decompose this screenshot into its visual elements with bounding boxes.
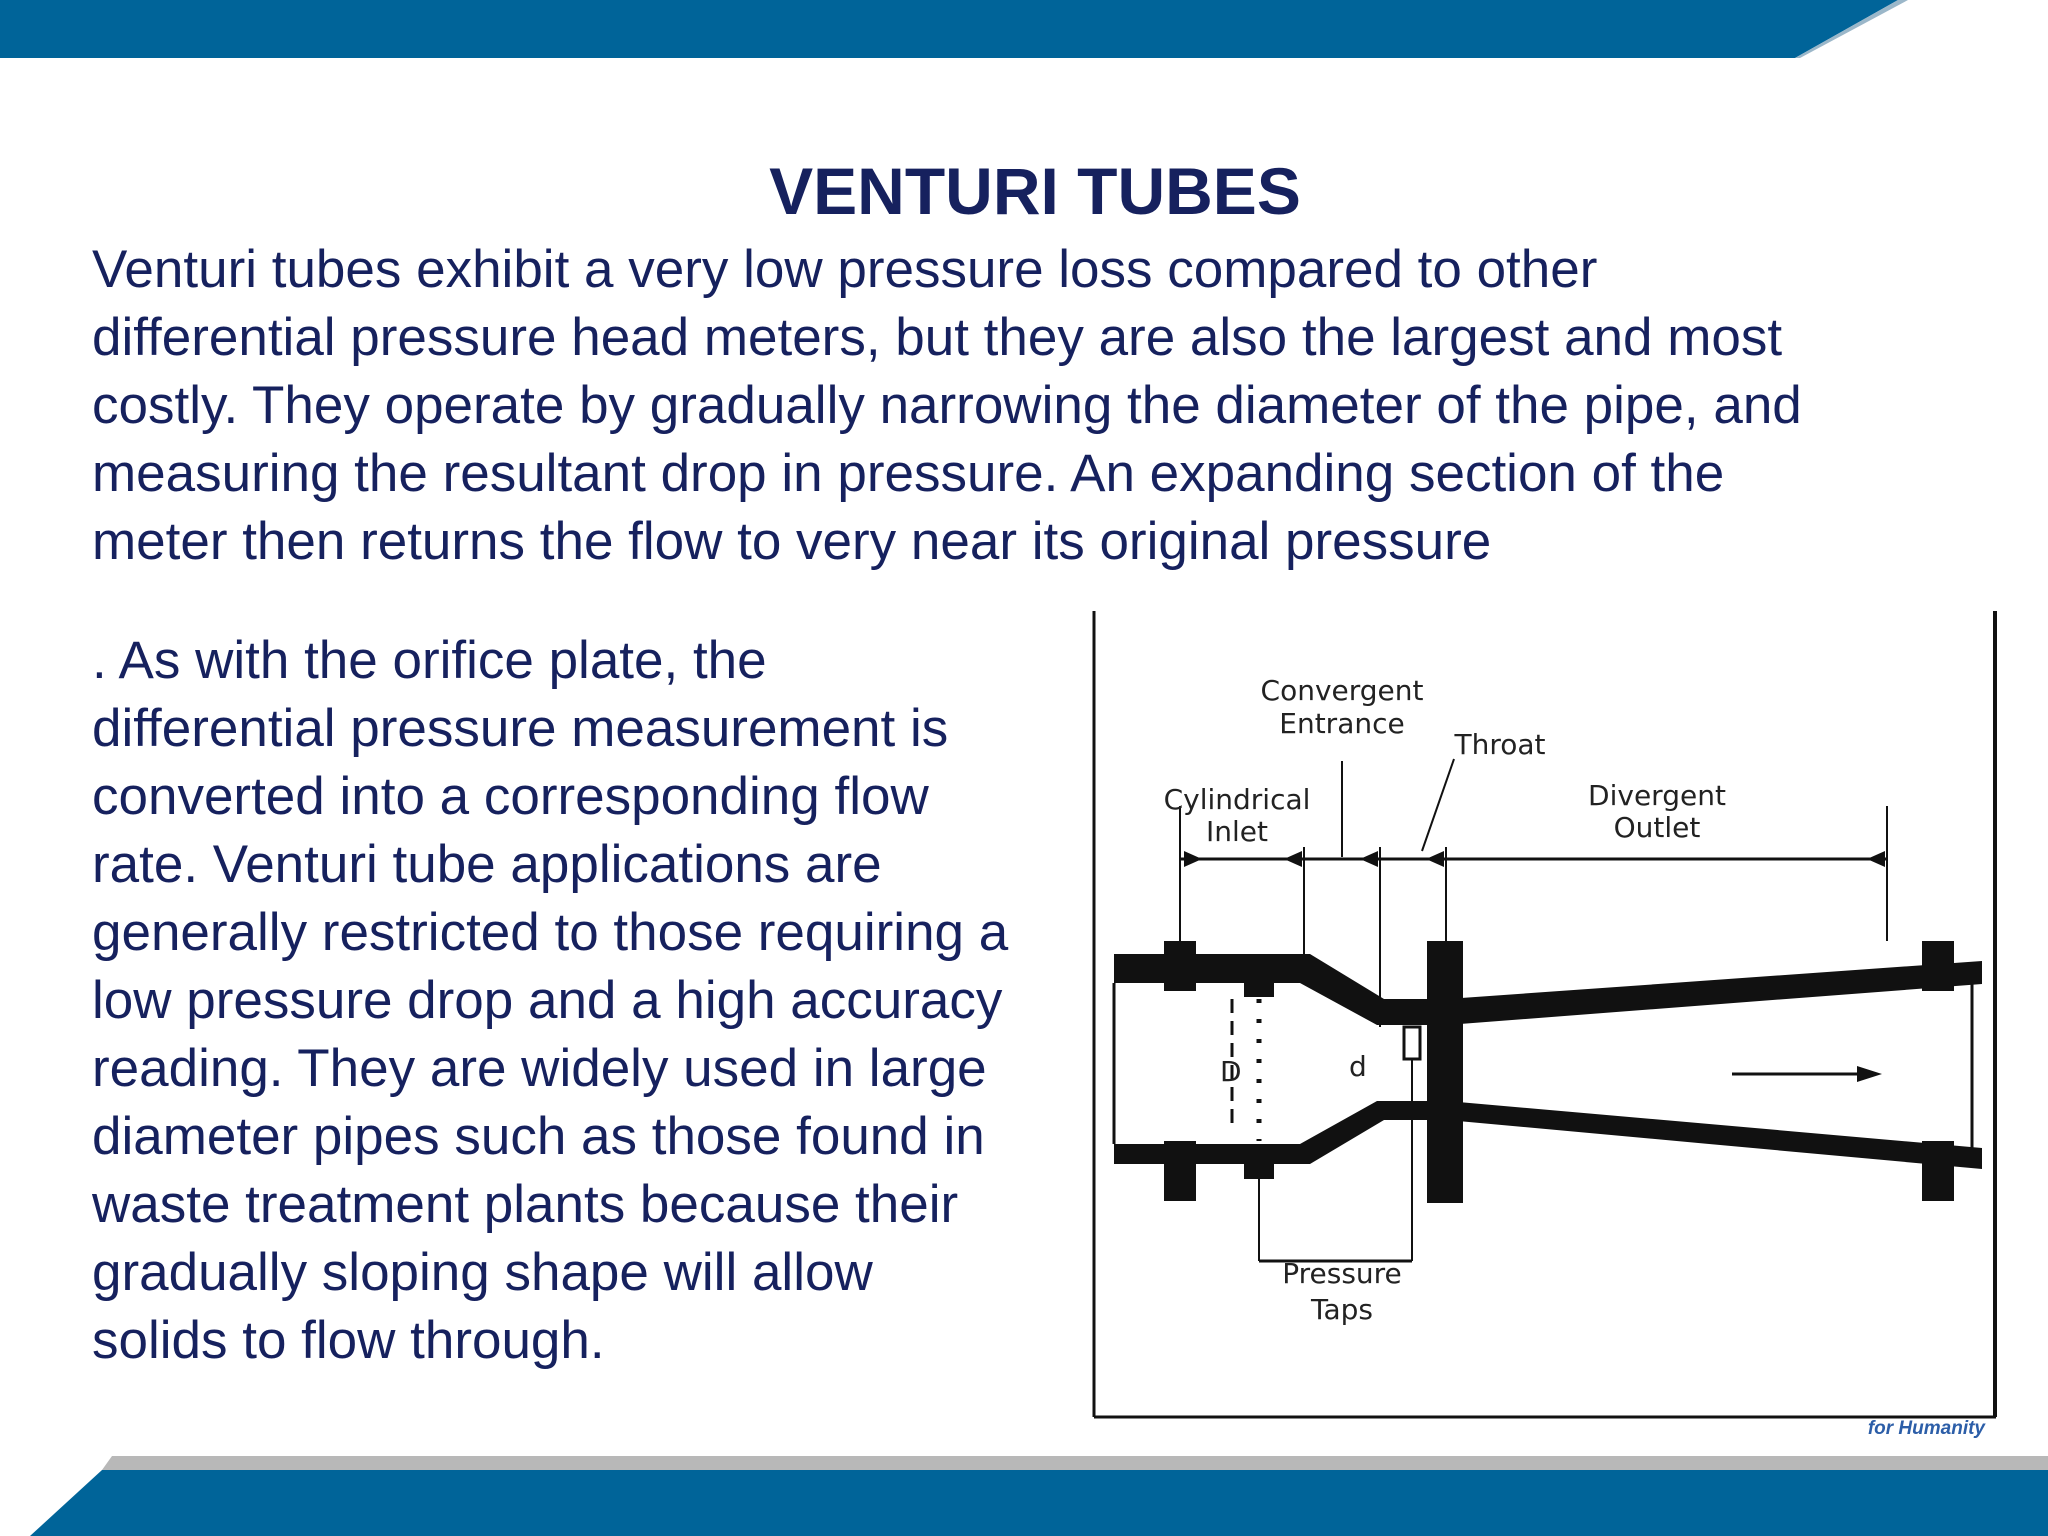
cylindrical-inlet-label-line2: Inlet <box>1206 815 1268 848</box>
pipe-bottom-wall <box>1114 1101 1982 1169</box>
cylindrical-inlet-label-line1: Cylindrical <box>1164 783 1311 816</box>
pressure-taps-label-line2: Taps <box>1310 1293 1373 1326</box>
tap-block-bottom <box>1244 1149 1274 1179</box>
throat-tap-marker <box>1402 1025 1422 1061</box>
slide-title: VENTURI TUBES <box>769 154 1301 228</box>
dim-arrow-5 <box>1867 851 1885 867</box>
inlet-flange-bottom <box>1164 1141 1196 1201</box>
divergent-outlet-label-line1: Divergent <box>1588 779 1726 812</box>
throat-label: Throat <box>1453 728 1545 761</box>
convergent-label-line1: Convergent <box>1261 674 1424 707</box>
throat-flange <box>1427 941 1463 1203</box>
dim-arrow-4 <box>1426 851 1444 867</box>
bottom-footer-band <box>30 1456 2048 1536</box>
footer-tagline: for Humanity <box>1867 1418 1985 1439</box>
divergent-outlet-label-line2: Outlet <box>1614 811 1701 844</box>
bottom-band-gray <box>102 1456 2048 1470</box>
top-band-blue <box>0 0 1898 58</box>
intro-paragraph: Venturi tubes exhibit a very low pressur… <box>92 240 1802 571</box>
outlet-flange-bottom <box>1922 1141 1954 1201</box>
throat-diameter-d-label: d <box>1349 1050 1367 1083</box>
pressure-taps-label-line1: Pressure <box>1282 1257 1402 1290</box>
outlet-flange-top <box>1922 941 1954 991</box>
top-header-band <box>0 0 1908 58</box>
top-band-edge <box>1795 0 1908 58</box>
dim-arrow-1 <box>1184 851 1202 867</box>
detail-paragraph: . As with the orifice plate, the differe… <box>92 631 1009 1370</box>
diameter-D-label: D <box>1220 1055 1242 1088</box>
dim-arrow-2 <box>1284 851 1302 867</box>
throat-pointer <box>1421 758 1455 852</box>
pipe-top-wall <box>1114 954 1982 1025</box>
tap-block-top <box>1244 967 1274 997</box>
convergent-label-line2: Entrance <box>1279 707 1404 740</box>
venturi-tube-diagram: D d Convergent Entrance Throat Cylindric… <box>1092 611 1998 1419</box>
dim-arrow-3 <box>1360 851 1378 867</box>
bottom-band-blue <box>30 1470 2048 1536</box>
inlet-flange-top <box>1164 941 1196 991</box>
flow-arrow-head <box>1857 1066 1882 1082</box>
